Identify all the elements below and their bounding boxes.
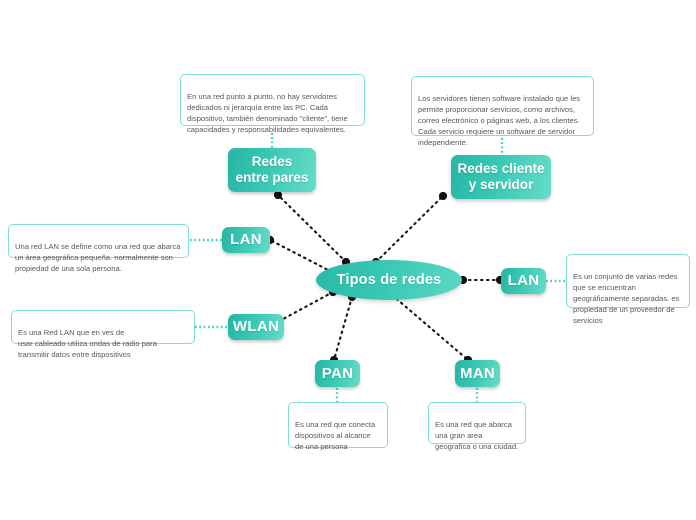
note-redes-cliente-servidor: Los servidores tienen software instalado… [411,76,594,147]
note-text-wlan: Es una Red LAN que en ves de usar cablea… [18,328,157,360]
note-text-redes-entre-pares: En una red punto a punto, no hay servido… [187,92,348,135]
branch-node-lan-right[interactable]: LAN [501,268,546,294]
note-text-redes-cliente-servidor: Los servidores tienen software instalado… [418,94,581,148]
branch-label-wlan: WLAN [232,318,280,336]
root-node-label: Tipos de redes [336,272,442,288]
root-node[interactable]: Tipos de redes [316,260,462,300]
branch-node-man[interactable]: MAN [455,360,500,387]
spoke-pan [332,295,354,362]
branch-label-lan-right: LAN [507,272,540,290]
branch-label-redes-entre-pares: Redes entre pares [235,154,309,185]
branch-label-redes-cliente-servidor: Redes cliente y servidor [457,161,545,192]
branch-node-pan[interactable]: PAN [315,360,360,387]
spoke-lan [268,238,334,274]
spoke-man [390,293,470,362]
branch-node-redes-cliente-servidor[interactable]: Redes cliente y servidor [451,155,551,199]
note-text-lan-right: Es un conjunto de varias redes que se en… [573,272,680,326]
branch-node-wlan[interactable]: WLAN [228,314,284,340]
note-text-man: Es una red que abarca una gran area geog… [435,420,519,452]
note-man: Es una red que abarca una gran area geog… [428,402,526,451]
branch-label-pan: PAN [321,364,354,382]
note-text-pan: Es una red que conecta dispositivos al a… [295,420,376,452]
note-lan: Una red LAN se define como una red que a… [8,224,189,273]
branch-label-lan: LAN [230,231,262,249]
branch-node-redes-entre-pares[interactable]: Redes entre pares [228,148,316,192]
note-redes-entre-pares: En una red punto a punto, no hay servido… [180,74,365,134]
spoke-redes-entre-pares [276,193,348,264]
note-pan: Es una red que conecta dispositivos al a… [288,402,388,452]
spoke-redes-cliente-servidor [374,194,445,264]
branch-label-man: MAN [459,364,496,382]
note-lan-right: Es un conjunto de varias redes que se en… [566,254,690,325]
note-wlan: Es una Red LAN que en ves de usar cablea… [11,310,195,359]
note-text-lan: Una red LAN se define como una red que a… [15,242,181,274]
branch-node-lan[interactable]: LAN [222,227,270,253]
